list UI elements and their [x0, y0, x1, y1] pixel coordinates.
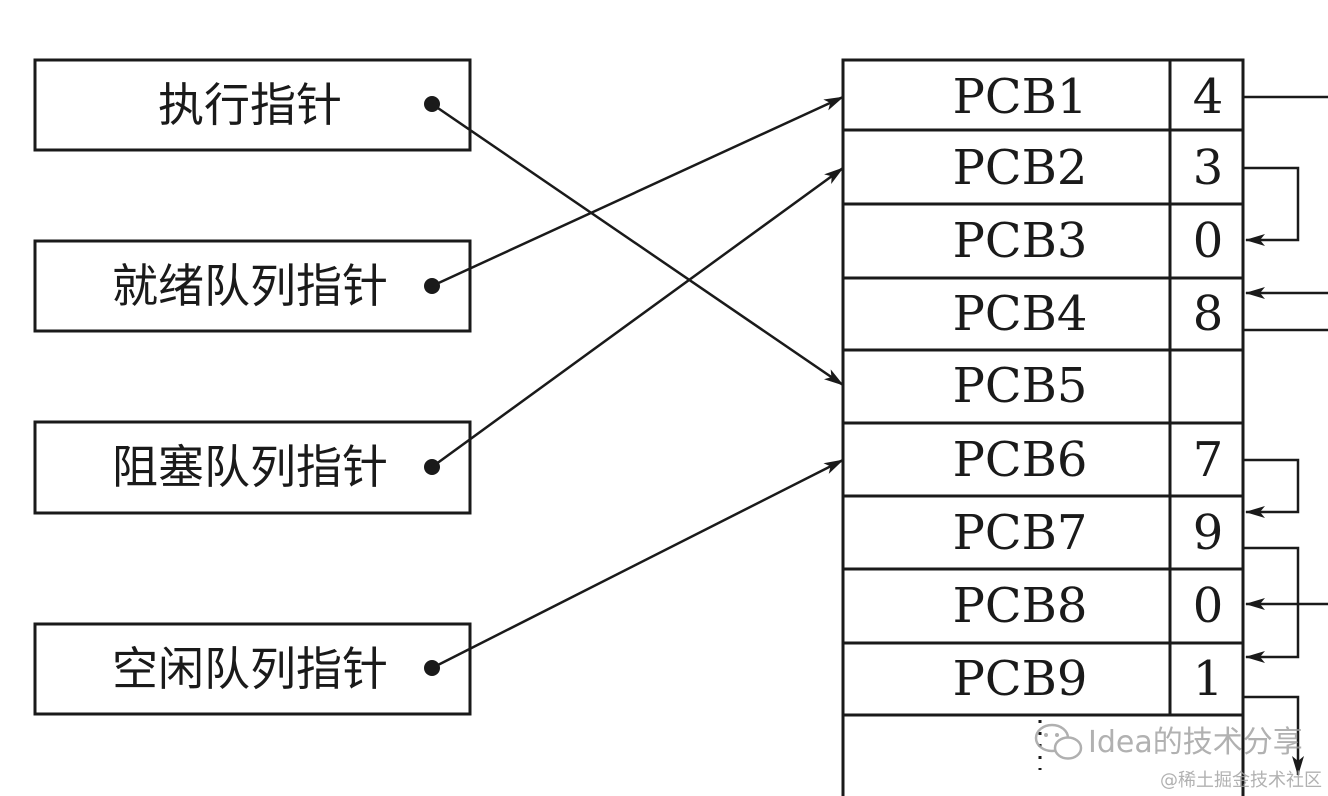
arrow-blocked-to-pcb2 — [431, 166, 844, 469]
pointer-blocked-queue: 阻塞队列指针 — [33, 420, 472, 515]
pcb-next: 1 — [1193, 651, 1224, 707]
pcb-table-border — [841, 58, 1245, 717]
pcb-name: PCB4 — [953, 286, 1088, 342]
pcb-row: PCB9 1 — [953, 651, 1224, 707]
arrow-free-to-pcb6 — [431, 458, 844, 670]
link-pcb6-to-pcb7 — [1243, 458, 1300, 518]
pcb-row: PCB3 0 — [953, 213, 1224, 269]
pointer-box — [33, 239, 472, 333]
pcb-next: 7 — [1193, 432, 1224, 488]
pcb-next: 9 — [1193, 505, 1224, 561]
pcb-name: PCB9 — [953, 651, 1088, 707]
pcb-row: PCB5 — [953, 358, 1088, 414]
pcb-name: PCB2 — [953, 140, 1088, 196]
arrow-ready-to-pcb1 — [431, 95, 844, 288]
pointer-label: 就绪队列指针 — [112, 259, 388, 313]
wechat-icon — [1034, 723, 1083, 760]
pointer-box — [33, 622, 472, 716]
pointer-box — [33, 58, 472, 152]
pointer-label: 阻塞队列指针 — [112, 440, 388, 494]
pcb-row: PCB4 8 — [953, 286, 1224, 342]
pcb-name: PCB8 — [953, 578, 1088, 634]
pcb-name: PCB5 — [953, 358, 1088, 414]
pcb-next: 3 — [1193, 140, 1224, 196]
pcb-name: PCB7 — [953, 505, 1088, 561]
pcb-next: 8 — [1193, 286, 1224, 342]
pcb-name: PCB3 — [953, 213, 1088, 269]
pcb-table: PCB1 4 PCB2 3 PCB3 0 PCB4 8 PCB5 PCB6 7 … — [841, 58, 1245, 796]
pcb-row: PCB2 3 — [953, 140, 1224, 196]
pcb-next: 0 — [1193, 213, 1224, 269]
pcb-row: PCB1 4 — [953, 69, 1224, 125]
pointer-label: 执行指针 — [158, 78, 342, 132]
pcb-name: PCB1 — [953, 69, 1088, 125]
pointer-label: 空闲队列指针 — [112, 642, 388, 696]
arrow-execute-to-pcb5 — [431, 102, 844, 387]
link-pcb2-to-pcb3 — [1243, 166, 1300, 246]
link-pcb7-to-pcb9 — [1243, 546, 1300, 663]
pointer-execute: 执行指针 — [33, 58, 472, 152]
pcb-row: PCB7 9 — [953, 505, 1224, 561]
pcb-name: PCB6 — [953, 432, 1088, 488]
pointer-free-queue: 空闲队列指针 — [33, 622, 472, 716]
pointer-box — [33, 420, 472, 515]
pcb-row: PCB8 0 — [953, 578, 1224, 634]
watermark-account: Idea的技术分享 — [1088, 725, 1303, 760]
pcb-row: PCB6 7 — [953, 432, 1224, 488]
pcb-next: 4 — [1193, 69, 1224, 125]
pointer-ready-queue: 就绪队列指针 — [33, 239, 472, 333]
link-pcb9-out — [1243, 695, 1304, 776]
pcb-next: 0 — [1193, 578, 1224, 634]
watermark-platform: @稀土掘金技术社区 — [1160, 770, 1322, 791]
watermark: Idea的技术分享 @稀土掘金技术社区 — [1034, 723, 1322, 791]
